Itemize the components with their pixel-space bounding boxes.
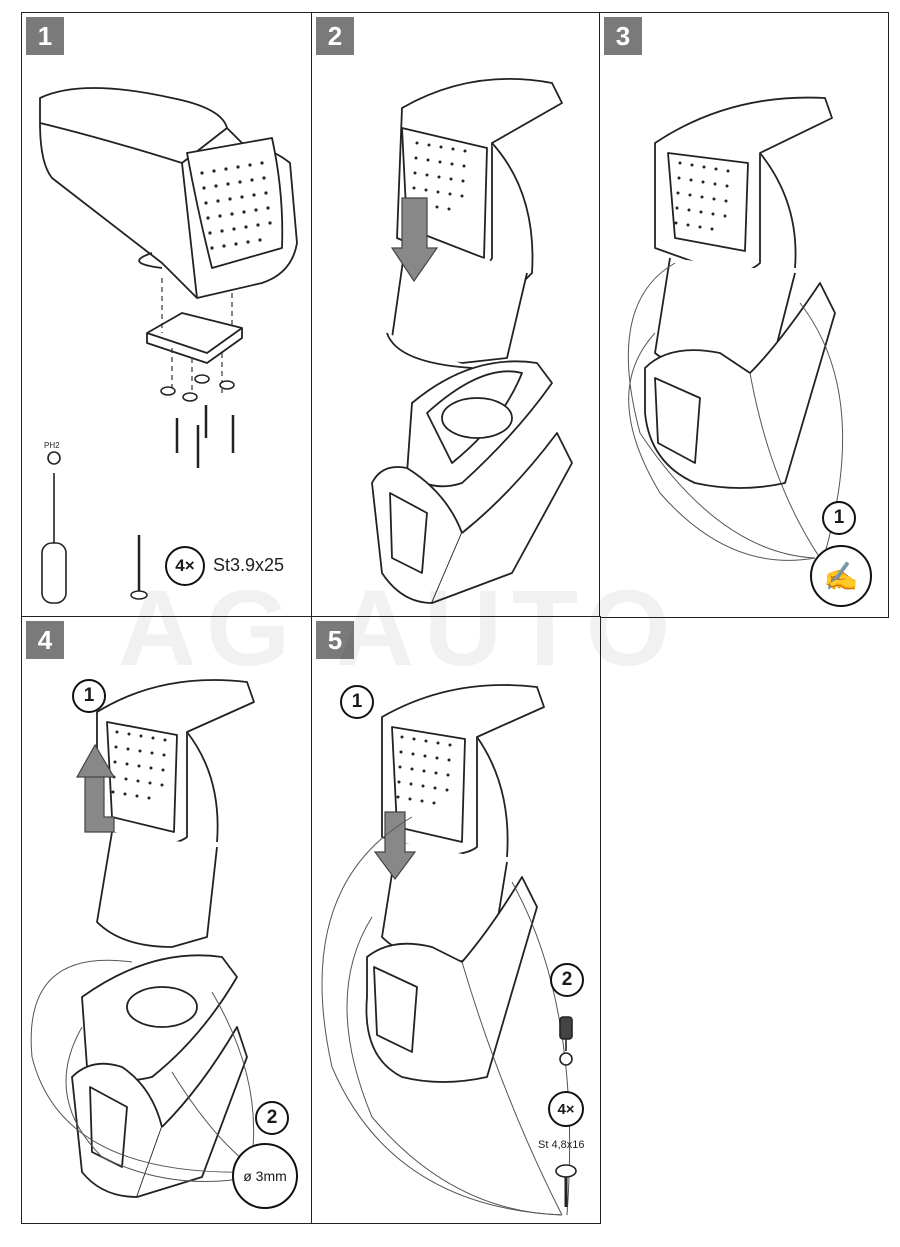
substep-badge-1: 1: [340, 685, 374, 719]
step-number: 4: [26, 621, 64, 659]
armrest-exploded-illustration: [39, 87, 298, 604]
step-1-panel: 1: [21, 12, 313, 618]
step-number: 1: [26, 17, 64, 55]
screw-spec: St 4,8x16: [538, 1139, 585, 1151]
hand-press-icon: ✍: [810, 545, 872, 607]
step-4-panel: 4 1 2 ø 3mm: [21, 616, 313, 1224]
armrest-screwing-illustration: [321, 684, 577, 1216]
substep-badge-2: 2: [550, 963, 584, 997]
armrest-lowering-illustration: [371, 78, 573, 604]
step-number: 2: [316, 17, 354, 55]
drill-hole-badge: ø 3mm: [232, 1143, 298, 1209]
screw-spec: St3.9x25: [213, 555, 285, 575]
down-arrow-icon: [373, 811, 417, 881]
bit-label: PH2: [44, 441, 60, 450]
up-arrow-icon: [75, 743, 116, 833]
substep-badge-2: 2: [255, 1101, 289, 1135]
substep-badge: 1: [822, 501, 856, 535]
hole-size-label: ø 3mm: [243, 1168, 287, 1184]
screw-quantity-badge: 4×: [548, 1091, 584, 1127]
step-number: 3: [604, 17, 642, 55]
step-number: 5: [316, 621, 354, 659]
step-5-panel: 5: [311, 616, 601, 1224]
armrest-raising-illustration: [30, 679, 255, 1198]
step-2-panel: 2: [311, 12, 601, 618]
screw-quantity-badge: 4×: [165, 546, 205, 586]
substep-badge-1: 1: [72, 679, 106, 713]
armrest-fitting-illustration: [627, 96, 844, 561]
step-3-panel: 3 1 ✍: [599, 12, 889, 618]
down-arrow-icon: [390, 197, 439, 283]
